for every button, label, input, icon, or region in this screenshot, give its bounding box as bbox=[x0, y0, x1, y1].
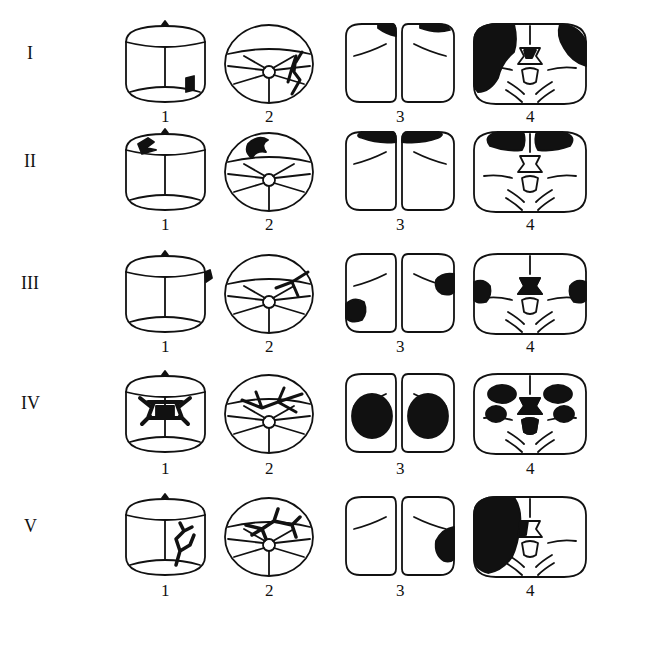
row-five bbox=[346, 497, 454, 575]
row-three bbox=[474, 254, 586, 334]
view-number: 1 bbox=[161, 216, 170, 233]
row-one bbox=[225, 25, 313, 103]
view-number: 2 bbox=[265, 216, 274, 233]
row-three bbox=[346, 254, 454, 332]
view-number: 2 bbox=[265, 582, 274, 599]
row-two bbox=[126, 129, 205, 210]
row-one bbox=[474, 24, 586, 104]
row-numeral: II bbox=[24, 152, 36, 170]
view-number: 3 bbox=[396, 582, 405, 599]
view-number: 3 bbox=[396, 338, 405, 355]
row-four bbox=[225, 375, 313, 453]
row-two bbox=[346, 132, 454, 210]
view-number: 4 bbox=[526, 216, 535, 233]
row-three bbox=[225, 255, 313, 333]
row-five bbox=[126, 494, 205, 575]
row-four bbox=[474, 374, 586, 454]
view-number: 2 bbox=[265, 338, 274, 355]
view-number: 3 bbox=[396, 108, 405, 125]
row-two bbox=[474, 132, 586, 212]
row-four bbox=[126, 371, 205, 452]
row-two bbox=[225, 133, 313, 211]
view-number: 3 bbox=[396, 460, 405, 477]
view-number: 1 bbox=[161, 108, 170, 125]
row-one bbox=[126, 21, 205, 102]
row-numeral: I bbox=[27, 44, 33, 62]
view-number: 4 bbox=[526, 338, 535, 355]
view-number: 4 bbox=[526, 108, 535, 125]
view-number: 3 bbox=[396, 216, 405, 233]
row-numeral: V bbox=[24, 517, 37, 535]
row-five bbox=[474, 497, 586, 577]
view-number: 1 bbox=[161, 460, 170, 477]
row-numeral: III bbox=[21, 274, 39, 292]
view-number: 1 bbox=[161, 582, 170, 599]
view-number: 1 bbox=[161, 338, 170, 355]
row-five bbox=[225, 498, 313, 576]
view-number: 4 bbox=[526, 460, 535, 477]
row-numeral: IV bbox=[21, 394, 40, 412]
view-number: 2 bbox=[265, 460, 274, 477]
view-number: 4 bbox=[526, 582, 535, 599]
view-number: 2 bbox=[265, 108, 274, 125]
row-one bbox=[346, 24, 454, 102]
row-four bbox=[346, 374, 454, 452]
row-three bbox=[126, 251, 212, 332]
